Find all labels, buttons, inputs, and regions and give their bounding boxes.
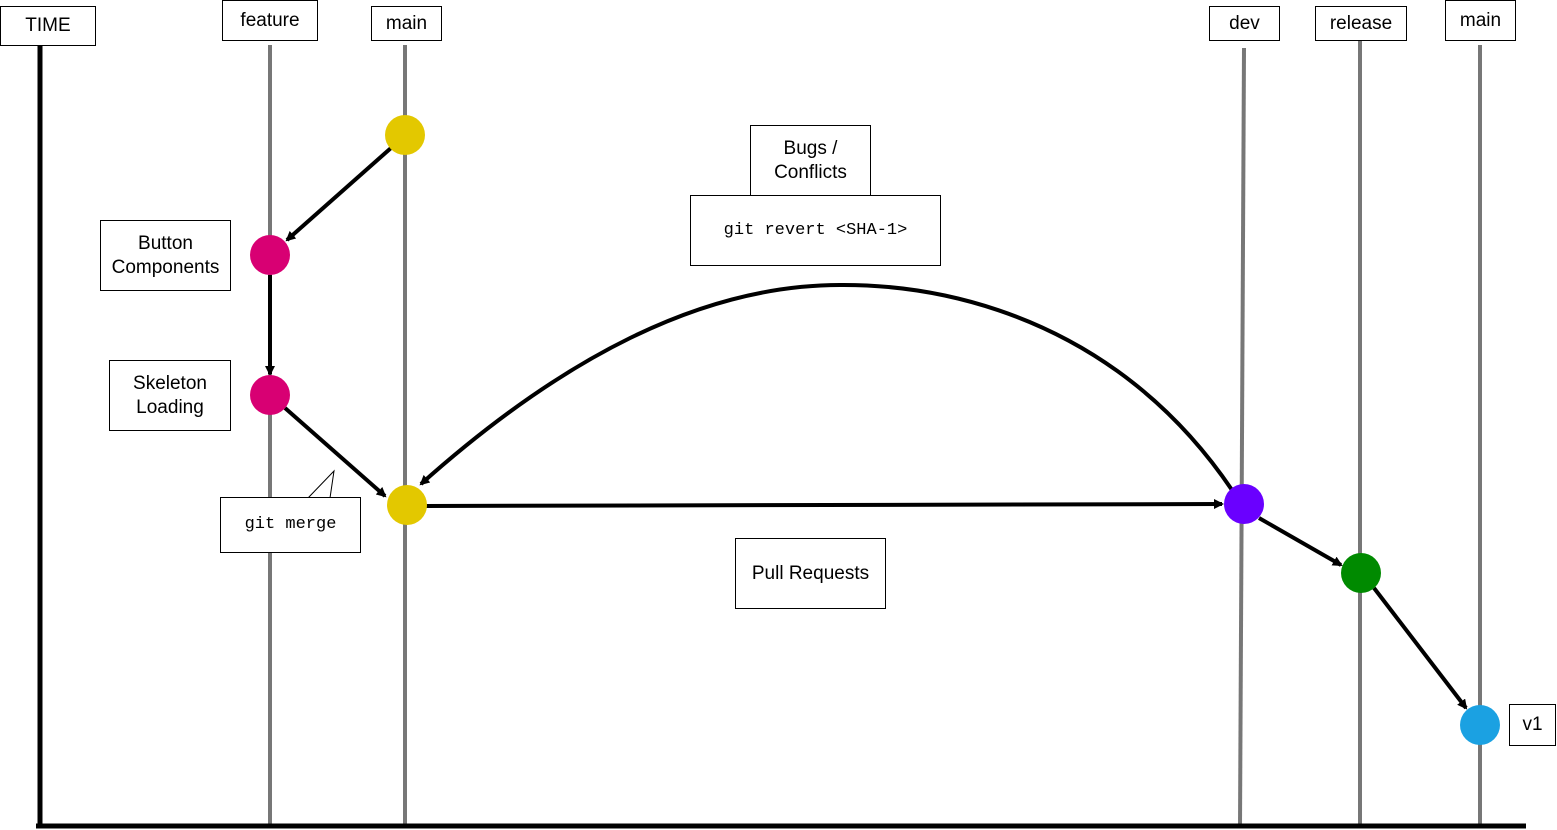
release-arrow <box>1258 516 1343 567</box>
feature-lane-label: feature <box>222 0 318 41</box>
revert-arrow <box>419 282 1234 492</box>
dev-lane-label: dev <box>1209 6 1280 41</box>
git-merge-callout-pointer <box>307 469 335 499</box>
v1-commit <box>1460 705 1500 745</box>
release-commit <box>1341 553 1381 593</box>
main-merge-commit <box>387 485 427 525</box>
main-start-commit <box>385 115 425 155</box>
git-merge-callout: git merge <box>220 497 361 553</box>
button-components-note: Button Components <box>100 220 231 291</box>
dev-lane-line <box>1238 47 1246 827</box>
v1-tag: v1 <box>1509 704 1556 746</box>
deploy-arrow <box>1372 586 1468 710</box>
release-lane-label: release <box>1315 6 1407 41</box>
main-final-lane-label: main <box>1445 0 1516 41</box>
bugs-conflicts-note: Bugs / Conflicts <box>750 125 871 196</box>
main-lane-label: main <box>371 6 442 41</box>
git-revert-note: git revert <SHA-1> <box>690 195 941 266</box>
merge-arrow <box>283 406 387 498</box>
pull-requests-note: Pull Requests <box>735 538 886 609</box>
button-components-commit <box>250 235 290 275</box>
skeleton-loading-commit <box>250 375 290 415</box>
branch-arrow <box>285 146 393 242</box>
dev-commit <box>1224 484 1264 524</box>
pull-request-arrow <box>425 499 1224 510</box>
time-axis-label: TIME <box>0 6 96 46</box>
skeleton-loading-note: Skeleton Loading <box>109 360 231 431</box>
